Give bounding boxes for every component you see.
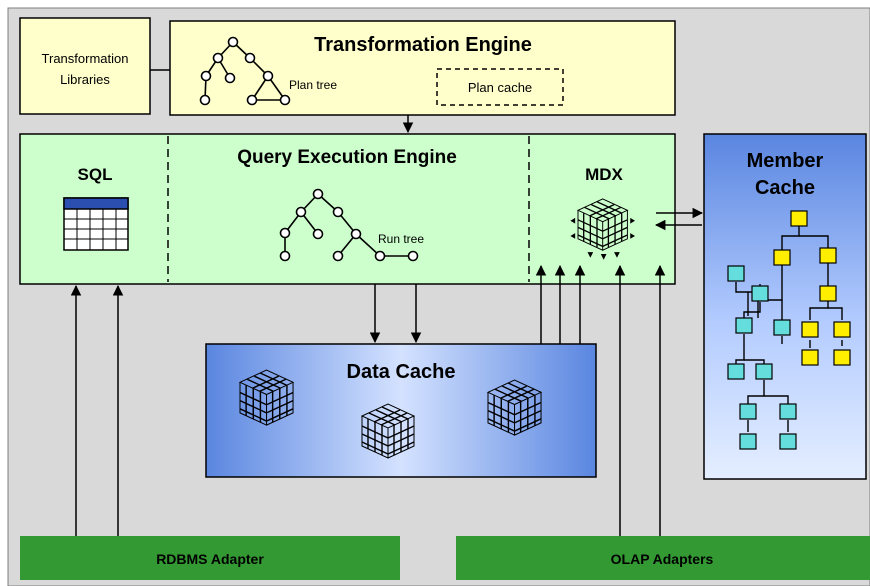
- member-nodes-yellow: [773, 210, 851, 366]
- member-tree-icon: [735, 226, 843, 432]
- member-cache-box: Member Cache: [703, 133, 867, 480]
- member-nodes-cyan: [727, 265, 797, 450]
- plan-cache-box: [436, 68, 564, 106]
- plan-cache-label: Plan cache: [468, 80, 532, 95]
- data-cache-title: Data Cache: [347, 361, 456, 383]
- olap-to-mdx-arrows: [614, 264, 666, 536]
- transformation-engine-title: Transformation Engine: [314, 34, 532, 56]
- query-execution-engine-title: Query Execution Engine: [237, 147, 457, 168]
- datacache-to-mdx-arrows: [535, 264, 586, 344]
- member-cache-line1: Member: [747, 150, 824, 172]
- plan-tree-icon: [199, 36, 291, 106]
- rdbms-adapter-box: RDBMS Adapter: [20, 536, 400, 580]
- run-tree-icon: [279, 188, 419, 262]
- member-cache-line2: Cache: [755, 177, 815, 199]
- mdx-label: MDX: [585, 165, 623, 184]
- transformation-engine-box: Transformation Engine Plan tree Plan cac…: [169, 20, 676, 116]
- olap-adapters-box: OLAP Adapters: [456, 536, 870, 580]
- olap-adapters-label: OLAP Adapters: [611, 551, 714, 567]
- rdbms-to-sql-arrows: [70, 284, 124, 536]
- plan-tree-label: Plan tree: [289, 78, 337, 92]
- query-execution-engine-box: SQL Query Execution Engine Run tree MDX: [19, 133, 676, 285]
- sql-table-icon: [63, 197, 129, 251]
- transformation-libraries-box: Transformation Libraries: [19, 17, 151, 115]
- data-cache-box: Data Cache: [205, 343, 597, 478]
- sql-label: SQL: [78, 165, 113, 184]
- mdx-cube-icon: [570, 198, 635, 260]
- rdbms-adapter-label: RDBMS Adapter: [156, 551, 264, 567]
- run-tree-label: Run tree: [378, 232, 424, 246]
- transformation-libraries-line2: Libraries: [60, 72, 110, 87]
- transformation-libraries-line1: Transformation: [42, 51, 129, 66]
